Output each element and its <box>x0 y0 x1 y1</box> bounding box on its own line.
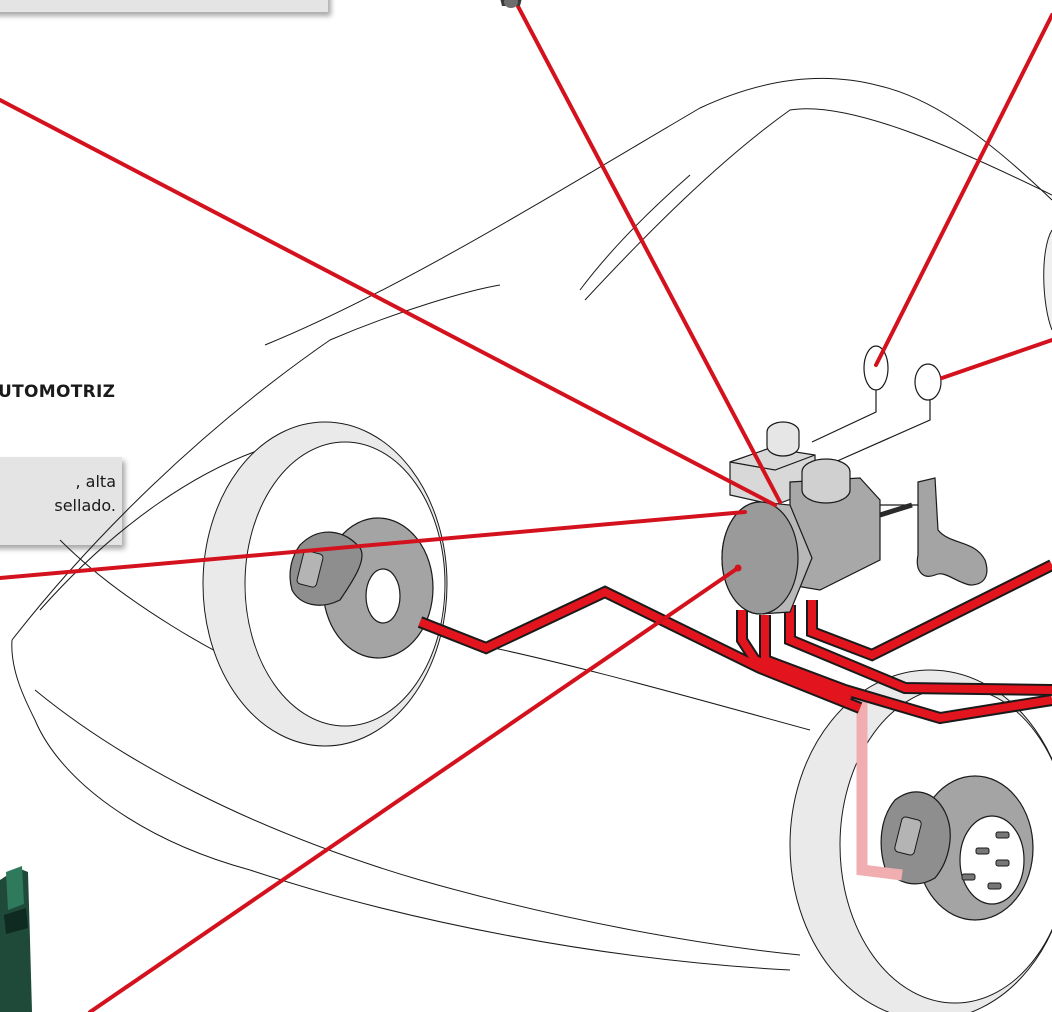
car-a-pillar <box>580 175 690 290</box>
brake-pedal <box>917 478 987 585</box>
callout-line-switch-1 <box>876 15 1052 365</box>
front-hub-hole <box>366 569 400 623</box>
callout-dot-booster-lower <box>735 565 742 572</box>
edge-illustration <box>1044 230 1052 330</box>
car-roof-line <box>265 78 1052 345</box>
rear-hub <box>960 816 1024 904</box>
rear-wheel <box>790 670 1052 1012</box>
master-cylinder-assembly <box>722 422 987 614</box>
brake-fluid-bottle-icon <box>0 866 32 1012</box>
callout-line-reservoir <box>512 0 780 502</box>
front-wheel <box>203 422 447 746</box>
brake-light-switch-2 <box>915 364 941 400</box>
pushrod <box>880 505 912 515</box>
car-roof-inner-line <box>585 109 1052 300</box>
callout-line-switch-2 <box>942 340 1052 378</box>
car-lower-edge <box>35 690 800 955</box>
